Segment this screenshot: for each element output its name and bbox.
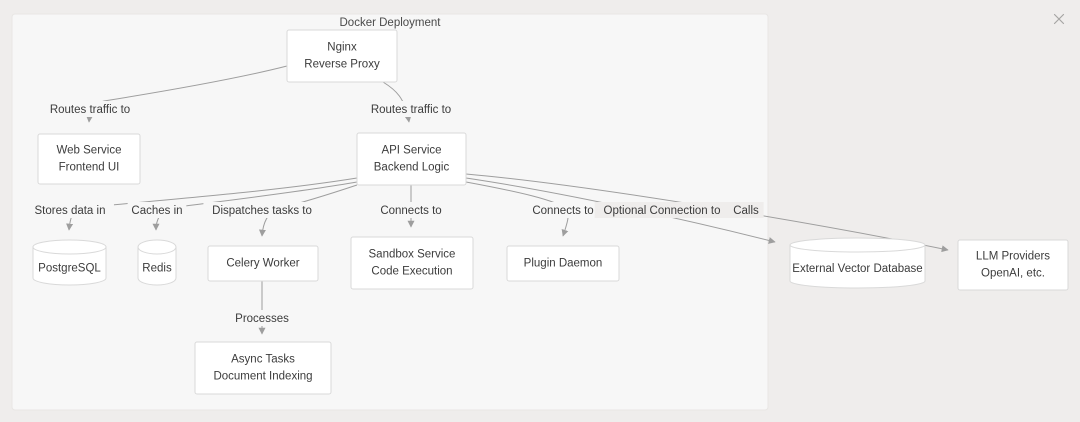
node-label: OpenAI, etc. [981, 268, 1045, 280]
node-vector_db[interactable]: External Vector Database [789, 237, 926, 289]
cylinder-body [789, 244, 926, 289]
edge-label-text: Dispatches tasks to [212, 205, 312, 217]
node-label: Backend Logic [374, 162, 450, 174]
edge-label-text: Stores data in [35, 205, 106, 217]
edge-label-text: Optional Connection to [604, 205, 721, 217]
edge-label-backdrop [594, 202, 730, 218]
node-box [286, 29, 398, 83]
close-icon[interactable] [1050, 10, 1068, 28]
edge-labels-layer: Routes traffic to Routes traffic to Stores… [26, 101, 764, 326]
edge-label-backdrop [527, 202, 599, 218]
edge-label-text: Connects to [380, 205, 441, 217]
edge-label-text: Connects to [532, 205, 593, 217]
edge-api-redis [152, 181, 358, 231]
edge-label-backdrop [232, 310, 292, 326]
cylinder-top [32, 239, 107, 255]
edge-label-backdrop [375, 202, 447, 218]
node-postgres[interactable]: PostgreSQL [32, 239, 107, 286]
edge-label-backdrop [127, 202, 187, 218]
edge-label-api-plugin: Connects to [527, 202, 599, 218]
cluster-title: Docker Deployment [340, 17, 442, 29]
node-label: Code Execution [371, 266, 452, 278]
edge-label-api-vectordb: Optional Connection to [594, 202, 730, 218]
cylinder-body [137, 246, 177, 286]
edge-label-api-llm: Calls [728, 202, 764, 218]
edge-label-api-sandbox: Connects to [375, 202, 447, 218]
edge-line [152, 181, 358, 231]
node-box [207, 245, 319, 282]
edge-label-text: Calls [733, 205, 759, 217]
edge-label-text: Routes traffic to [50, 104, 130, 116]
node-label: Sandbox Service [369, 249, 456, 261]
edge-label-backdrop [37, 101, 143, 117]
node-label: Document Indexing [213, 371, 312, 383]
node-label: Frontend UI [59, 162, 120, 174]
edge-label-api-redis: Caches in [127, 202, 187, 218]
cylinder-top [137, 239, 177, 255]
edge-label-backdrop [203, 202, 321, 218]
edge-label-api-postgres: Stores data in [26, 202, 114, 218]
edge-label-text: Caches in [131, 205, 182, 217]
node-label: Async Tasks [231, 354, 295, 366]
edge-label-text: Routes traffic to [371, 104, 451, 116]
node-label: Celery Worker [226, 258, 299, 270]
node-label: PostgreSQL [38, 263, 101, 275]
edge-label-backdrop [728, 202, 764, 218]
node-label: Web Service [57, 145, 122, 157]
node-label: Redis [142, 263, 172, 275]
edge-label-api-celery: Dispatches tasks to [203, 202, 321, 218]
edge-label-backdrop [358, 101, 464, 117]
edge-label-nginx-web: Routes traffic to [37, 101, 143, 117]
node-label: API Service [381, 145, 441, 157]
edge-label-celery-async: Processes [232, 310, 292, 326]
cylinder-top [789, 237, 926, 253]
node-celery[interactable]: Celery Worker [207, 245, 319, 282]
node-box [37, 133, 141, 185]
node-label: Plugin Daemon [524, 258, 603, 270]
node-box [350, 236, 474, 290]
cylinder-body [32, 246, 107, 286]
node-label: Reverse Proxy [304, 59, 380, 71]
node-box [506, 245, 620, 282]
node-label: External Vector Database [792, 263, 922, 275]
node-redis[interactable]: Redis [137, 239, 177, 286]
node-box [194, 341, 332, 395]
edge-label-backdrop [26, 202, 114, 218]
node-label: Nginx [327, 42, 357, 54]
node-box [957, 239, 1069, 291]
edge-label-text: Processes [235, 313, 289, 325]
node-label: LLM Providers [976, 251, 1050, 263]
edge-label-nginx-api: Routes traffic to [358, 101, 464, 117]
node-plugin[interactable]: Plugin Daemon [506, 245, 620, 282]
node-box [356, 132, 467, 186]
